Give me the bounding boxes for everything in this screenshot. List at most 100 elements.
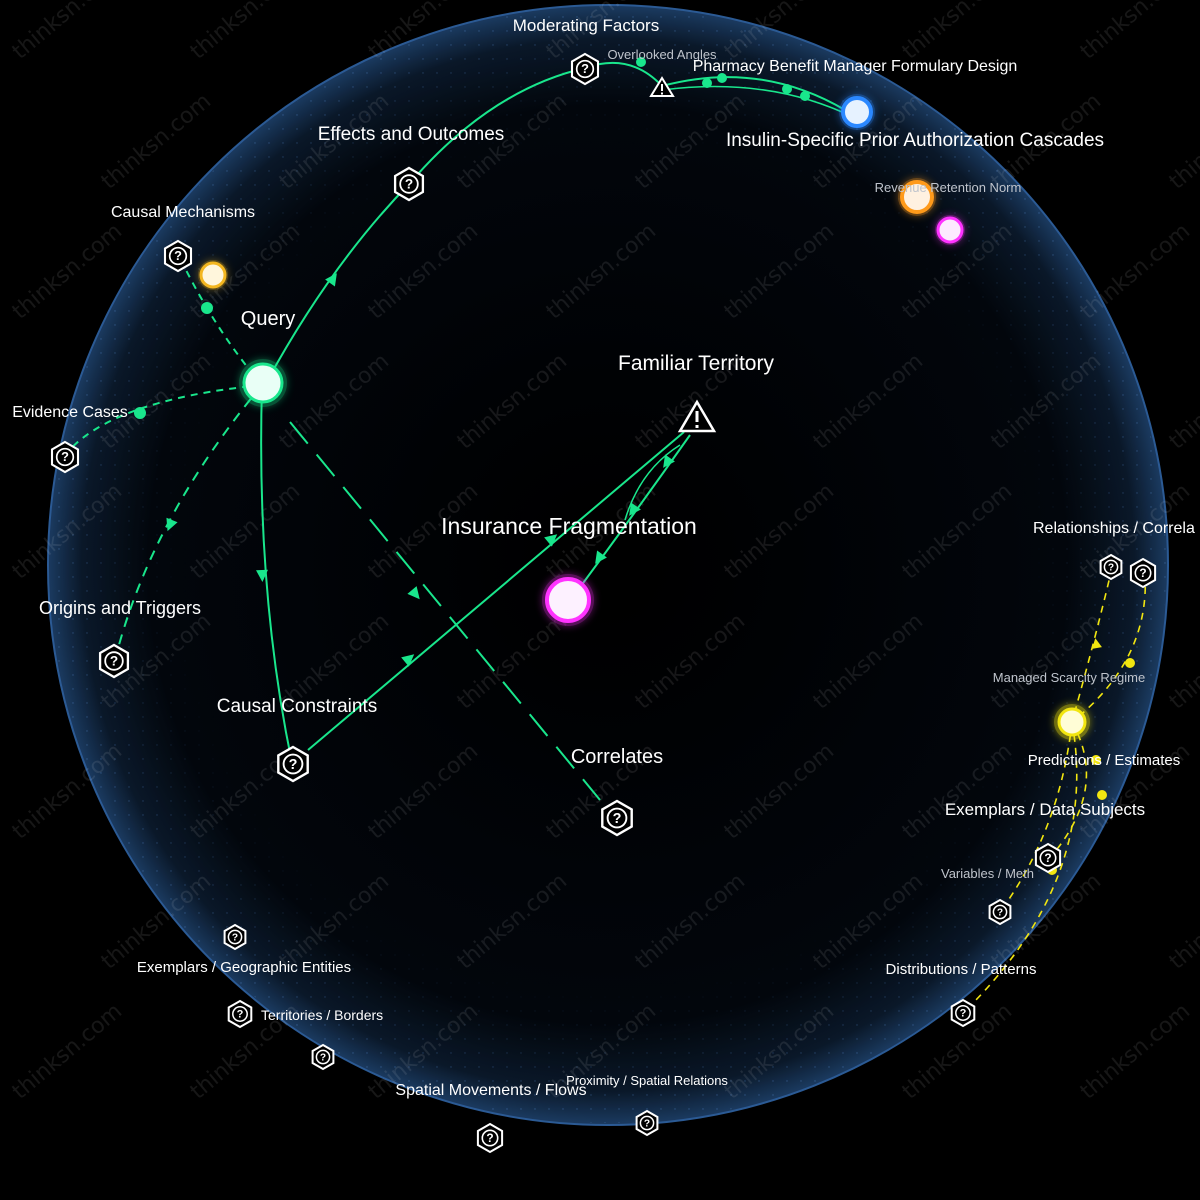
svg-text:?: ? xyxy=(232,932,238,943)
scarcity-node[interactable] xyxy=(1057,707,1087,737)
label-layer: Moderating Factors Overlooked Angles Pha… xyxy=(12,16,1195,1099)
node-pbm[interactable] xyxy=(839,94,875,130)
svg-text:?: ? xyxy=(581,61,589,76)
label-spatial-movements: Spatial Movements / Flows xyxy=(395,1082,586,1099)
gold-node[interactable] xyxy=(199,261,227,289)
watermark-text: thinksn.com xyxy=(8,0,127,65)
node-revenue[interactable] xyxy=(898,178,936,216)
question-icon-layer: ????????????????? xyxy=(50,52,1157,1154)
label-distributions: Distributions / Patterns xyxy=(886,961,1037,978)
question-icon-relationships2[interactable]: ? xyxy=(1129,557,1157,589)
question-icon-causal-mech[interactable]: ? xyxy=(163,239,193,273)
edge-dot xyxy=(1091,755,1101,765)
question-icon-exemplars-data[interactable]: ? xyxy=(1034,842,1062,874)
question-icon-origins[interactable]: ? xyxy=(98,643,130,679)
watermark-text: thinksn.com xyxy=(1165,609,1200,715)
label-relationships: Relationships / Correla xyxy=(1033,520,1195,537)
node-gold[interactable] xyxy=(198,260,228,290)
question-icon-spatial-movements[interactable]: ? xyxy=(476,1122,504,1154)
edge-effects-moderating xyxy=(409,67,586,184)
question-icon-distributions[interactable]: ? xyxy=(950,998,976,1028)
edge-decor-layer xyxy=(134,57,1135,875)
arrowhead xyxy=(401,654,415,667)
arrowhead xyxy=(629,502,641,516)
question-icon-effects[interactable]: ? xyxy=(393,166,425,202)
edge-dot xyxy=(782,84,792,94)
node-scarcity[interactable] xyxy=(1054,704,1090,740)
edge-familiar-insurance xyxy=(571,434,691,599)
label-variables: Variables / Meth xyxy=(941,866,1034,881)
edge-relationships2-scarcity xyxy=(1071,573,1147,723)
label-causal-mech: Causal Mechanisms xyxy=(111,204,255,221)
label-exemplars-geo: Exemplars / Geographic Entities xyxy=(137,959,351,976)
svg-text:?: ? xyxy=(174,248,182,263)
pink-node[interactable] xyxy=(936,216,964,244)
edge-dot xyxy=(636,57,646,67)
insurance-node[interactable] xyxy=(545,577,591,623)
label-exemplars-data: Exemplars / Data Subjects xyxy=(945,800,1145,819)
edge-dot xyxy=(800,91,810,101)
svg-text:?: ? xyxy=(997,907,1003,918)
label-territories: Territories / Borders xyxy=(261,1007,383,1023)
svg-text:?: ? xyxy=(405,176,413,191)
question-icon-correlates[interactable]: ? xyxy=(601,799,633,837)
edge-scarcity-distributions xyxy=(962,721,1078,1014)
watermark-text: thinksn.com xyxy=(1076,999,1195,1105)
question-icon-moderating[interactable]: ? xyxy=(570,52,600,86)
sphere-rim-dots xyxy=(50,7,1166,1123)
arrowhead xyxy=(1092,638,1102,649)
svg-text:?: ? xyxy=(960,1008,967,1020)
label-familiar: Familiar Territory xyxy=(618,352,774,375)
edge-dot xyxy=(702,78,712,88)
edge-dot xyxy=(1097,790,1107,800)
watermark-text: thinksn.com xyxy=(186,0,305,65)
edge-scarcity-variables xyxy=(999,721,1073,913)
arrowhead xyxy=(595,550,607,564)
label-origins: Origins and Triggers xyxy=(39,598,201,618)
question-icon-exemplars-geo[interactable]: ? xyxy=(223,923,247,951)
warning-icon[interactable] xyxy=(649,76,675,97)
question-icon-relationships[interactable]: ? xyxy=(1099,553,1123,581)
svg-text:?: ? xyxy=(289,757,298,773)
node-query[interactable] xyxy=(239,359,287,407)
watermark-text: thinksn.com xyxy=(1076,219,1195,325)
sphere xyxy=(47,4,1169,1126)
svg-text:?: ? xyxy=(1108,562,1114,573)
edge-constraints-familiar xyxy=(307,431,685,751)
arrowhead xyxy=(325,273,337,287)
node-layer xyxy=(198,76,1090,740)
label-pbm: Pharmacy Benefit Manager Formulary Desig… xyxy=(693,58,1018,75)
svg-text:?: ? xyxy=(486,1131,493,1145)
watermark-text: thinksn.com xyxy=(1165,349,1200,455)
node-insurance[interactable] xyxy=(542,574,594,626)
question-icon-spatial-unlabeled[interactable]: ? xyxy=(311,1043,335,1071)
node-pink[interactable] xyxy=(935,215,965,245)
question-icon-evidence[interactable]: ? xyxy=(50,440,80,474)
arrowhead xyxy=(166,517,178,532)
arrowhead xyxy=(256,569,268,582)
label-scarcity: Managed Scarcity Regime xyxy=(993,670,1145,685)
svg-text:?: ? xyxy=(320,1052,326,1063)
label-proximity: Proximity / Spatial Relations xyxy=(566,1073,728,1088)
label-insulin: Insulin-Specific Prior Authorization Cas… xyxy=(726,130,1104,151)
question-icon-constraints[interactable]: ? xyxy=(277,745,309,783)
arrowhead xyxy=(407,586,420,600)
pbm-node[interactable] xyxy=(841,96,873,128)
label-predictions: Predictions / Estimates xyxy=(1028,752,1181,769)
svg-text:?: ? xyxy=(61,449,69,464)
svg-text:?: ? xyxy=(644,1118,650,1129)
edge-familiar-insurance-2 xyxy=(624,444,681,521)
revenue-node[interactable] xyxy=(900,180,934,214)
question-icon-proximity[interactable]: ? xyxy=(635,1109,659,1137)
edge-query-constraints xyxy=(260,384,293,764)
edge-overlooked-pbm xyxy=(661,76,846,111)
question-icon-variables[interactable]: ? xyxy=(988,898,1012,926)
query-node[interactable] xyxy=(242,362,284,404)
edge-relationships-scarcity xyxy=(1071,567,1113,723)
question-icon-territories[interactable]: ? xyxy=(227,999,253,1029)
label-insurance: Insurance Fragmentation xyxy=(441,513,697,539)
watermark-text: thinksn.com xyxy=(1165,89,1200,195)
label-evidence: Evidence Cases xyxy=(12,404,128,421)
arrowhead xyxy=(663,454,675,468)
warning-icon[interactable] xyxy=(677,399,717,433)
